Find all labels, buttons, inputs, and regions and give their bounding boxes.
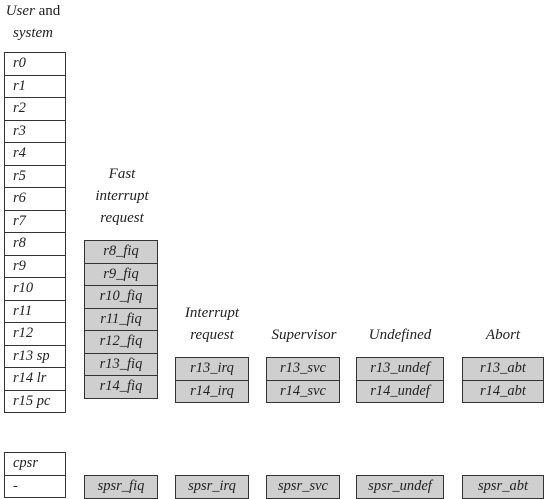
register-r13-sp: r13 sp [4, 344, 66, 368]
fiq-header-line3: request [100, 210, 144, 226]
register-r10: r10 [4, 277, 66, 301]
register-r12-fiq: r12_fiq [84, 330, 158, 354]
fiq-header-line1: Fast [108, 166, 136, 182]
register-r9-fiq: r9_fiq [84, 262, 158, 286]
abt-header: Abort [460, 324, 545, 346]
and-header-label: and [38, 3, 61, 19]
register-r14-abt: r14_abt [462, 379, 544, 403]
svc-header-label: Supervisor [271, 327, 337, 343]
register-r10-fiq: r10_fiq [84, 285, 158, 309]
fiq-header-line2: interrupt [95, 188, 149, 204]
register-r4: r4 [4, 142, 66, 166]
register-spsr-fiq: spsr_fiq [84, 475, 158, 499]
abt-register-column: r13_abt r14_abt [462, 357, 544, 403]
und-register-column: r13_undef r14_undef [356, 357, 444, 403]
register-r2: r2 [4, 97, 66, 121]
svc-header: Supervisor [258, 324, 350, 346]
spsr-irq-column: spsr_irq [175, 475, 249, 499]
spsr-fiq-column: spsr_fiq [84, 475, 158, 499]
fiq-register-column: r8_fiq r9_fiq r10_fiq r11_fiq r12_fiq r1… [84, 240, 158, 399]
register-r11-fiq: r11_fiq [84, 307, 158, 331]
register-cpsr: cpsr [4, 452, 66, 476]
register-r5: r5 [4, 164, 66, 188]
register-spsr-none: - [4, 474, 66, 498]
user-system-header: User and system [0, 0, 66, 44]
und-header-label: Undefined [368, 327, 432, 343]
abt-header-label: Abort [485, 327, 521, 343]
register-r14-undef: r14_undef [356, 379, 444, 403]
irq-header-line2: request [190, 327, 234, 343]
irq-header: Interrupt request [170, 302, 254, 346]
und-header: Undefined [354, 324, 446, 346]
register-r1: r1 [4, 74, 66, 98]
register-r14-lr: r14 lr [4, 367, 66, 391]
user-header-label: User [5, 3, 35, 19]
register-r0: r0 [4, 52, 66, 76]
user-register-column: r0 r1 r2 r3 r4 r5 r6 r7 r8 r9 r10 r11 r1… [4, 52, 66, 413]
irq-header-line1: Interrupt [184, 305, 240, 321]
register-r8: r8 [4, 232, 66, 256]
register-spsr-undef: spsr_undef [356, 475, 444, 499]
register-spsr-abt: spsr_abt [462, 475, 544, 499]
user-status-column: cpsr - [4, 452, 66, 498]
register-r7: r7 [4, 209, 66, 233]
register-r13-undef: r13_undef [356, 357, 444, 381]
register-r15-pc: r15 pc [4, 389, 66, 413]
spsr-abt-column: spsr_abt [462, 475, 544, 499]
register-r3: r3 [4, 119, 66, 143]
register-r8-fiq: r8_fiq [84, 240, 158, 264]
svc-register-column: r13_svc r14_svc [266, 357, 340, 403]
fiq-header: Fast interrupt request [82, 163, 162, 229]
register-r13-fiq: r13_fiq [84, 352, 158, 376]
register-r6: r6 [4, 187, 66, 211]
system-header-label: system [13, 25, 53, 41]
register-r14-irq: r14_irq [175, 379, 249, 403]
register-spsr-irq: spsr_irq [175, 475, 249, 499]
irq-register-column: r13_irq r14_irq [175, 357, 249, 403]
register-r13-svc: r13_svc [266, 357, 340, 381]
register-r14-fiq: r14_fiq [84, 375, 158, 399]
register-r13-abt: r13_abt [462, 357, 544, 381]
register-spsr-svc: spsr_svc [266, 475, 340, 499]
spsr-svc-column: spsr_svc [266, 475, 340, 499]
register-r11: r11 [4, 299, 66, 323]
register-r14-svc: r14_svc [266, 379, 340, 403]
register-r9: r9 [4, 254, 66, 278]
register-r12: r12 [4, 322, 66, 346]
register-r13-irq: r13_irq [175, 357, 249, 381]
spsr-und-column: spsr_undef [356, 475, 444, 499]
